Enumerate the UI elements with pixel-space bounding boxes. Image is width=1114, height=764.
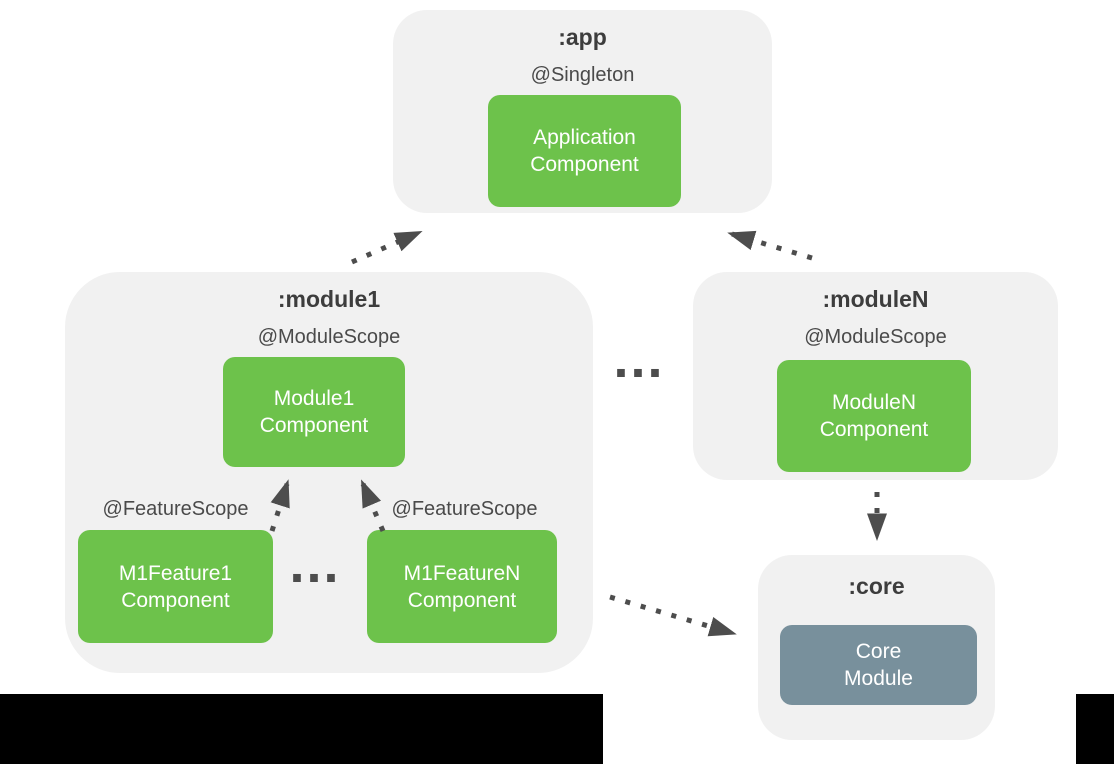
arrow-module1-to-core	[609, 594, 737, 637]
application-component-box: Application Component	[488, 95, 681, 207]
bottom-left-black-bar	[0, 694, 603, 764]
features-ellipsis: ...	[289, 534, 341, 594]
moduleN-container: :moduleN @ModuleScope ModuleN Component	[693, 272, 1058, 480]
module1-title: :module1	[277, 286, 381, 312]
m1featureN-component-label-line1: M1FeatureN	[403, 561, 521, 585]
m1feature1-component-label-line1: M1Feature1	[118, 561, 233, 585]
application-component-label-line2: Component	[530, 153, 639, 176]
module1-component-label-line2: Component	[259, 414, 369, 437]
core-module-box: Core Module	[780, 625, 977, 705]
core-title: :core	[848, 573, 905, 599]
module1-component-label-line1: Module1	[273, 387, 355, 410]
arrow-moduleN-to-app	[727, 230, 813, 261]
m1featureN-component-label-line2: Component	[407, 588, 517, 612]
app-module-title: :app	[558, 24, 607, 50]
moduleN-component-label-line2: Component	[819, 418, 929, 441]
arrow-module1-to-app	[350, 230, 423, 265]
m1featureN-component-box: M1FeatureN Component	[367, 530, 557, 643]
modules-ellipsis: ...	[613, 329, 665, 389]
moduleN-component-label-line1: ModuleN	[831, 391, 917, 414]
bottom-right-black-bar	[1076, 694, 1114, 764]
moduleN-component-box: ModuleN Component	[777, 360, 971, 472]
app-module-container: :app @Singleton Application Component	[393, 10, 772, 213]
featureN-scope-label: @FeatureScope	[391, 498, 538, 520]
core-module-label-line2: Module	[844, 667, 913, 690]
application-component-label-line1: Application	[533, 126, 636, 149]
module1-scope-label: @ModuleScope	[257, 326, 401, 348]
feature1-scope-label: @FeatureScope	[102, 498, 249, 520]
m1feature1-component-label-line2: Component	[121, 588, 230, 612]
core-module-label-line1: Core	[855, 640, 902, 663]
core-container: :core Core Module	[758, 555, 995, 740]
m1feature1-component-box: M1Feature1 Component	[78, 530, 273, 643]
moduleN-title: :moduleN	[822, 286, 929, 312]
module1-component-box: Module1 Component	[223, 357, 405, 467]
module1-container: :module1 @ModuleScope Module1 Component …	[65, 272, 593, 673]
moduleN-scope-label: @ModuleScope	[804, 326, 947, 348]
app-scope-label: @Singleton	[530, 64, 635, 86]
